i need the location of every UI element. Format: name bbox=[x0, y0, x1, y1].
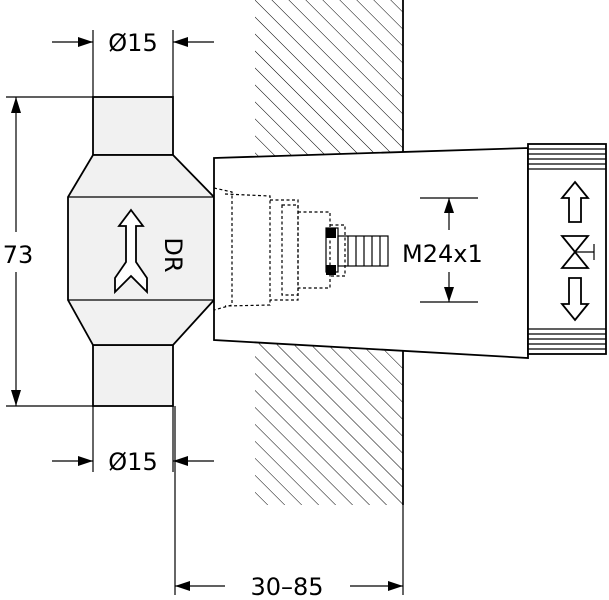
bottom-diameter-label: Ø15 bbox=[108, 448, 157, 476]
valve-label: DR bbox=[159, 237, 187, 272]
valve-body bbox=[67, 96, 215, 407]
flow-direction-arrow-icon bbox=[114, 208, 148, 295]
top-pipe bbox=[92, 96, 174, 156]
dimension-thread: M24x1 bbox=[402, 197, 483, 303]
hidden-cartridge bbox=[213, 187, 346, 311]
top-diameter-label: Ø15 bbox=[108, 29, 157, 57]
valve-housing bbox=[67, 154, 215, 346]
dimension-bottom-diameter: Ø15 bbox=[52, 406, 214, 476]
dimension-depth-range: 30–85 bbox=[174, 406, 404, 600]
up-down-arrow-icon bbox=[560, 180, 590, 322]
spindle bbox=[325, 227, 389, 275]
height-label: 73 bbox=[3, 241, 34, 269]
depth-range-label: 30–85 bbox=[250, 573, 323, 600]
valve-cap bbox=[527, 143, 607, 355]
dimension-top-diameter: Ø15 bbox=[52, 29, 214, 97]
bottom-pipe bbox=[92, 344, 174, 407]
thread-label: M24x1 bbox=[402, 240, 483, 268]
dimension-height: 73 bbox=[3, 96, 93, 407]
valve-symbol-icon bbox=[560, 235, 595, 269]
